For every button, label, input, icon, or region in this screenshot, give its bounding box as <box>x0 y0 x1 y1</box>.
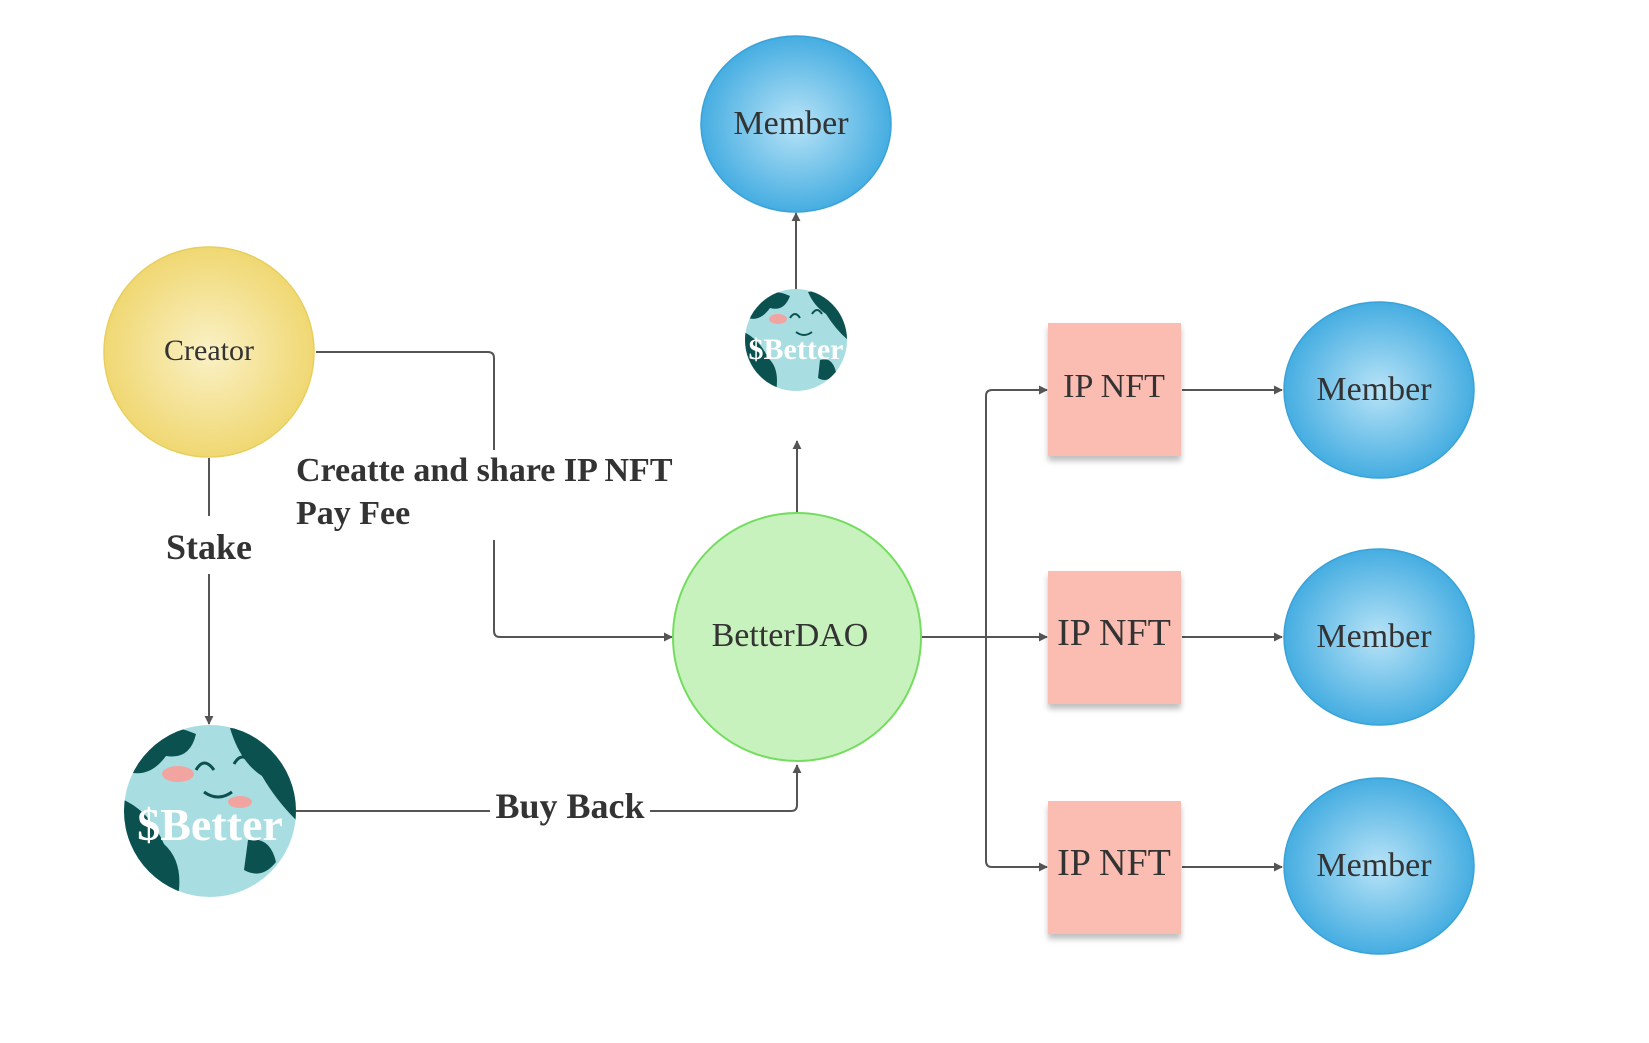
betterdao-node: BetterDAO <box>672 512 922 762</box>
member-2-label: Member <box>1316 618 1432 655</box>
token-small-label: $Better <box>749 333 844 366</box>
token-large-label: $Better <box>137 799 283 850</box>
ip-nft-1-label: IP NFT <box>1063 368 1165 405</box>
member-top-label: Member <box>733 105 849 142</box>
member-node-3: Member <box>1283 777 1475 955</box>
edge-label-buy-back: Buy Back <box>495 786 644 826</box>
edge-label-create-line2: Pay Fee <box>296 495 410 532</box>
member-1-label: Member <box>1316 371 1432 408</box>
edge-creator-to-label <box>316 351 495 450</box>
edge-buyback-to-betterdao <box>650 764 802 812</box>
creator-node: Creator <box>103 246 315 458</box>
edge-label-to-betterdao <box>493 540 673 642</box>
ip-nft-3-label: IP NFT <box>1057 842 1171 884</box>
member-3-label: Member <box>1316 847 1432 884</box>
member-node-1: Member <box>1283 301 1475 479</box>
connectors <box>204 212 1283 872</box>
ip-nft-2-label: IP NFT <box>1057 612 1171 654</box>
member-node-2: Member <box>1283 548 1475 726</box>
better-token-large: $Better <box>124 725 296 897</box>
better-token-small: $Better <box>745 289 847 391</box>
ip-nft-card-2: IP NFT <box>1048 571 1181 704</box>
edge-to-nft-1 <box>985 385 1048 637</box>
edge-label-create-line1: Creatte and share IP NFT <box>296 452 673 489</box>
edge-label-stake: Stake <box>166 527 252 567</box>
member-node-top: Member <box>700 35 892 213</box>
ip-nft-card-3: IP NFT <box>1048 801 1181 934</box>
edge-to-nft-3 <box>985 637 1048 872</box>
creator-label: Creator <box>164 334 254 367</box>
ip-nft-card-1: IP NFT <box>1048 323 1181 456</box>
betterdao-label: BetterDAO <box>712 617 869 654</box>
